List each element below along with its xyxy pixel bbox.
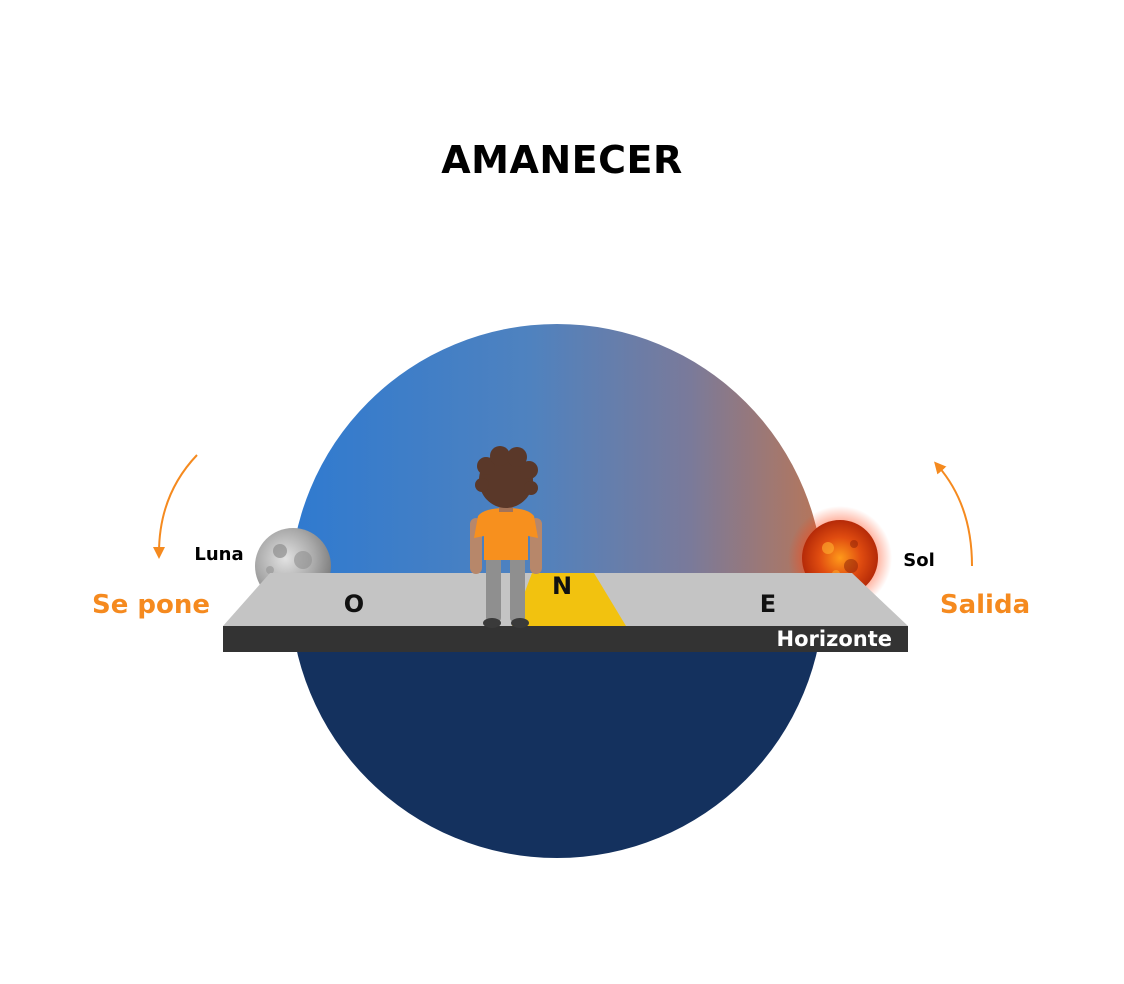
compass-east-label: E — [760, 590, 776, 618]
sky-dome — [290, 324, 824, 858]
compass-west-label: O — [344, 590, 364, 618]
compass-north-label: N — [552, 572, 572, 600]
horizon-band — [223, 626, 908, 652]
ground-plane — [223, 573, 908, 652]
person-right-leg — [510, 556, 525, 622]
sets-label: Se pone — [92, 590, 210, 620]
person-figure — [470, 446, 542, 628]
sun-label: Sol — [903, 550, 935, 571]
page-title: AMANECER — [441, 138, 683, 182]
person-left-leg — [486, 556, 501, 622]
rise-label: Salida — [940, 590, 1030, 620]
person-hair — [475, 446, 538, 508]
night-sky — [290, 600, 824, 858]
curved-arrow-down-icon — [153, 454, 198, 559]
north-marker — [512, 573, 626, 626]
moon-label: Luna — [194, 544, 243, 565]
person-shirt — [474, 508, 538, 560]
curved-arrow-up-icon — [934, 461, 973, 567]
horizon-label: Horizonte — [777, 627, 892, 651]
day-sky — [290, 324, 824, 600]
